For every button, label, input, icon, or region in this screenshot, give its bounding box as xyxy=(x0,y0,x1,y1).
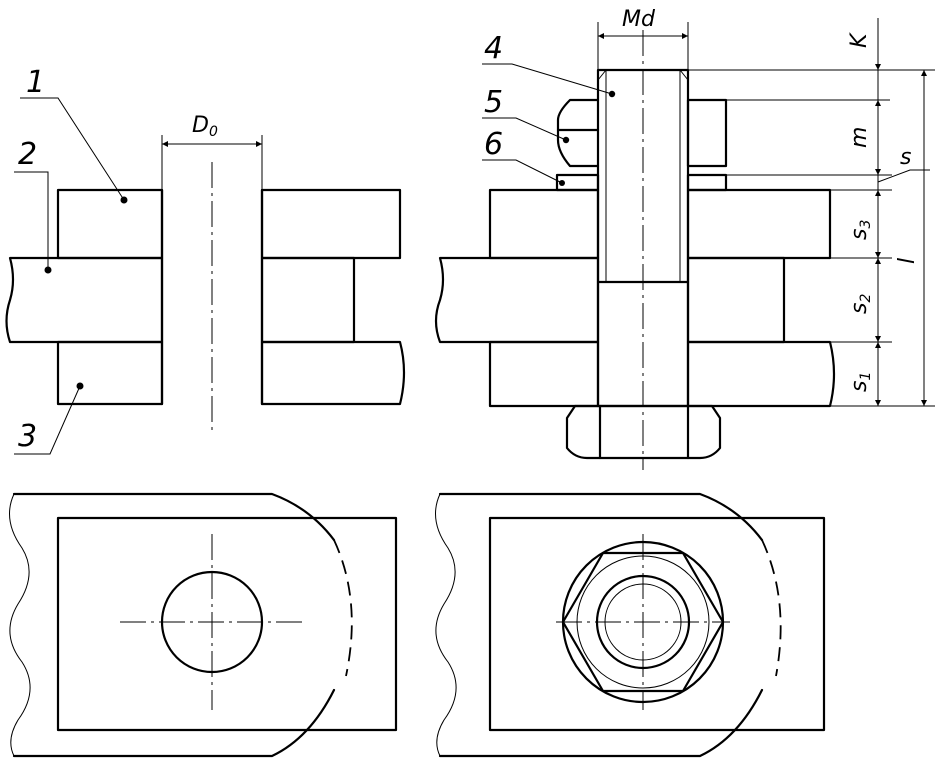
callout-2-label: 2 xyxy=(18,137,37,172)
left-section-view: D0 1 2 3 xyxy=(5,65,406,455)
dim-bolt-thread-label: Md xyxy=(622,7,656,32)
plate-2-bolted-section xyxy=(434,256,786,344)
dim-bolt-thread: Md xyxy=(597,7,689,70)
plate-1-bolted-section xyxy=(488,188,832,260)
dim-washer-thickness-label: s xyxy=(900,145,911,170)
dim-bolt-length-label: l xyxy=(895,258,920,264)
dim-hole-diameter: D0 xyxy=(161,113,263,190)
plate-3-section xyxy=(56,340,406,406)
dim-chain: K m s s3 s2 s1 l xyxy=(847,18,930,406)
callout-4-label: 4 xyxy=(484,31,503,66)
right-section-view: Md K m s s3 s2 s1 l xyxy=(434,7,935,470)
right-plan-view xyxy=(435,492,826,758)
callout-6-label: 6 xyxy=(484,127,503,162)
callout-3-label: 3 xyxy=(18,419,37,454)
callout-5: 5 xyxy=(482,85,567,141)
dim-plate-1-label: s1 xyxy=(847,372,874,392)
callout-1: 1 xyxy=(20,65,128,204)
dim-head-height-label: K xyxy=(847,32,872,48)
nut-5 xyxy=(556,98,728,168)
dim-nut-height-label: m xyxy=(847,127,872,148)
callout-5-label: 5 xyxy=(484,85,503,120)
washer-6 xyxy=(555,173,728,192)
callout-6: 6 xyxy=(482,127,565,186)
left-plan-view xyxy=(7,492,398,758)
dim-hole-diameter-label: D0 xyxy=(192,113,218,140)
plate-3-bolted-section xyxy=(488,340,836,408)
callout-3: 3 xyxy=(14,382,84,455)
dim-plate-3-label: s3 xyxy=(847,220,874,240)
callout-1-label: 1 xyxy=(26,65,45,100)
dim-plate-2-label: s2 xyxy=(847,294,874,314)
callout-4: 4 xyxy=(482,31,613,95)
plate-1-section xyxy=(56,188,402,260)
plate-2-section xyxy=(5,256,356,344)
callout-2: 2 xyxy=(14,137,52,274)
